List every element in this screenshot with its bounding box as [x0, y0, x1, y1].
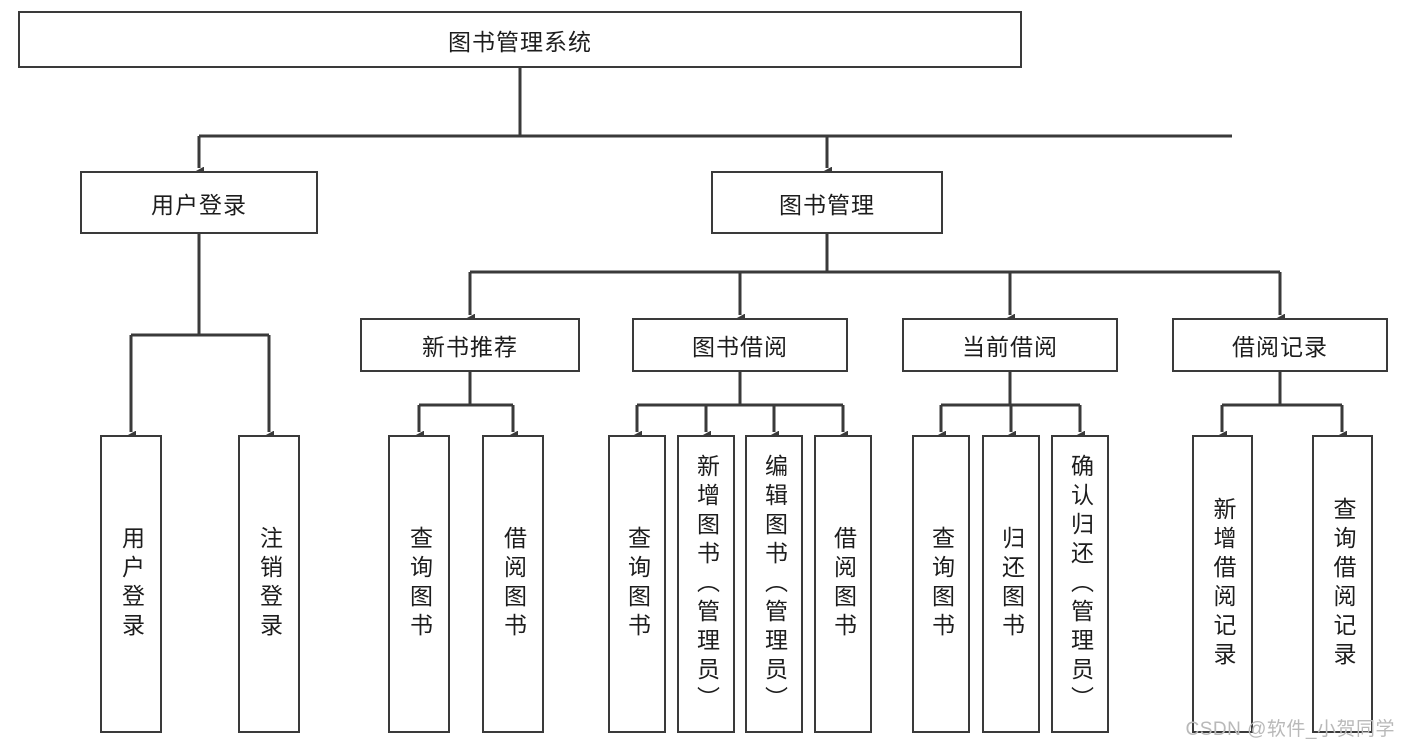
- watermark-text: CSDN @软件_小贺同学: [1185, 719, 1395, 740]
- node-label: 借阅记录: [1232, 334, 1328, 360]
- node-leaf-borrow-book-1[interactable]: 借阅图书: [482, 435, 544, 733]
- node-label: 新书推荐: [422, 334, 518, 360]
- node-book-borrow[interactable]: 图书借阅: [632, 318, 848, 372]
- node-label: 图书管理系统: [448, 28, 592, 55]
- node-label: 查询图书: [928, 526, 955, 642]
- node-label: 借阅图书: [500, 526, 527, 642]
- node-root-system[interactable]: 图书管理系统: [18, 11, 1022, 68]
- node-label: 查询图书: [406, 526, 433, 642]
- node-label: 借阅图书: [830, 526, 857, 642]
- node-leaf-borrow-book-2[interactable]: 借阅图书: [814, 435, 872, 733]
- node-leaf-query-book-1[interactable]: 查询图书: [388, 435, 450, 733]
- node-label: 用户登录: [151, 191, 247, 218]
- node-leaf-query-book-3[interactable]: 查询图书: [912, 435, 970, 733]
- node-label: 图书管理: [779, 191, 875, 218]
- node-label: 归还图书: [998, 526, 1025, 642]
- node-label: 查询借阅记录: [1330, 497, 1356, 671]
- node-borrow-record[interactable]: 借阅记录: [1172, 318, 1388, 372]
- node-label: 新增借阅记录: [1210, 497, 1236, 671]
- node-user-login[interactable]: 用户登录: [80, 171, 318, 234]
- node-current-borrow[interactable]: 当前借阅: [902, 318, 1118, 372]
- node-label: 用户登录: [118, 526, 145, 642]
- node-label: 新增图书（管理员）: [693, 453, 720, 715]
- node-leaf-query-book-2[interactable]: 查询图书: [608, 435, 666, 733]
- node-label: 注销登录: [256, 526, 283, 642]
- node-leaf-user-login[interactable]: 用户登录: [100, 435, 162, 733]
- node-label: 查询图书: [624, 526, 651, 642]
- node-book-manage[interactable]: 图书管理: [711, 171, 943, 234]
- node-leaf-user-logout[interactable]: 注销登录: [238, 435, 300, 733]
- node-leaf-query-borrow-record[interactable]: 查询借阅记录: [1312, 435, 1373, 733]
- node-leaf-add-borrow-record[interactable]: 新增借阅记录: [1192, 435, 1253, 733]
- node-label: 编辑图书（管理员）: [761, 453, 788, 715]
- node-leaf-return-book[interactable]: 归还图书: [982, 435, 1040, 733]
- node-leaf-confirm-return-admin[interactable]: 确认归还（管理员）: [1051, 435, 1109, 733]
- node-label: 当前借阅: [962, 334, 1058, 360]
- node-new-book-rec[interactable]: 新书推荐: [360, 318, 580, 372]
- node-label: 确认归还（管理员）: [1067, 453, 1094, 715]
- node-label: 图书借阅: [692, 334, 788, 360]
- node-leaf-add-book-admin[interactable]: 新增图书（管理员）: [677, 435, 735, 733]
- node-leaf-edit-book-admin[interactable]: 编辑图书（管理员）: [745, 435, 803, 733]
